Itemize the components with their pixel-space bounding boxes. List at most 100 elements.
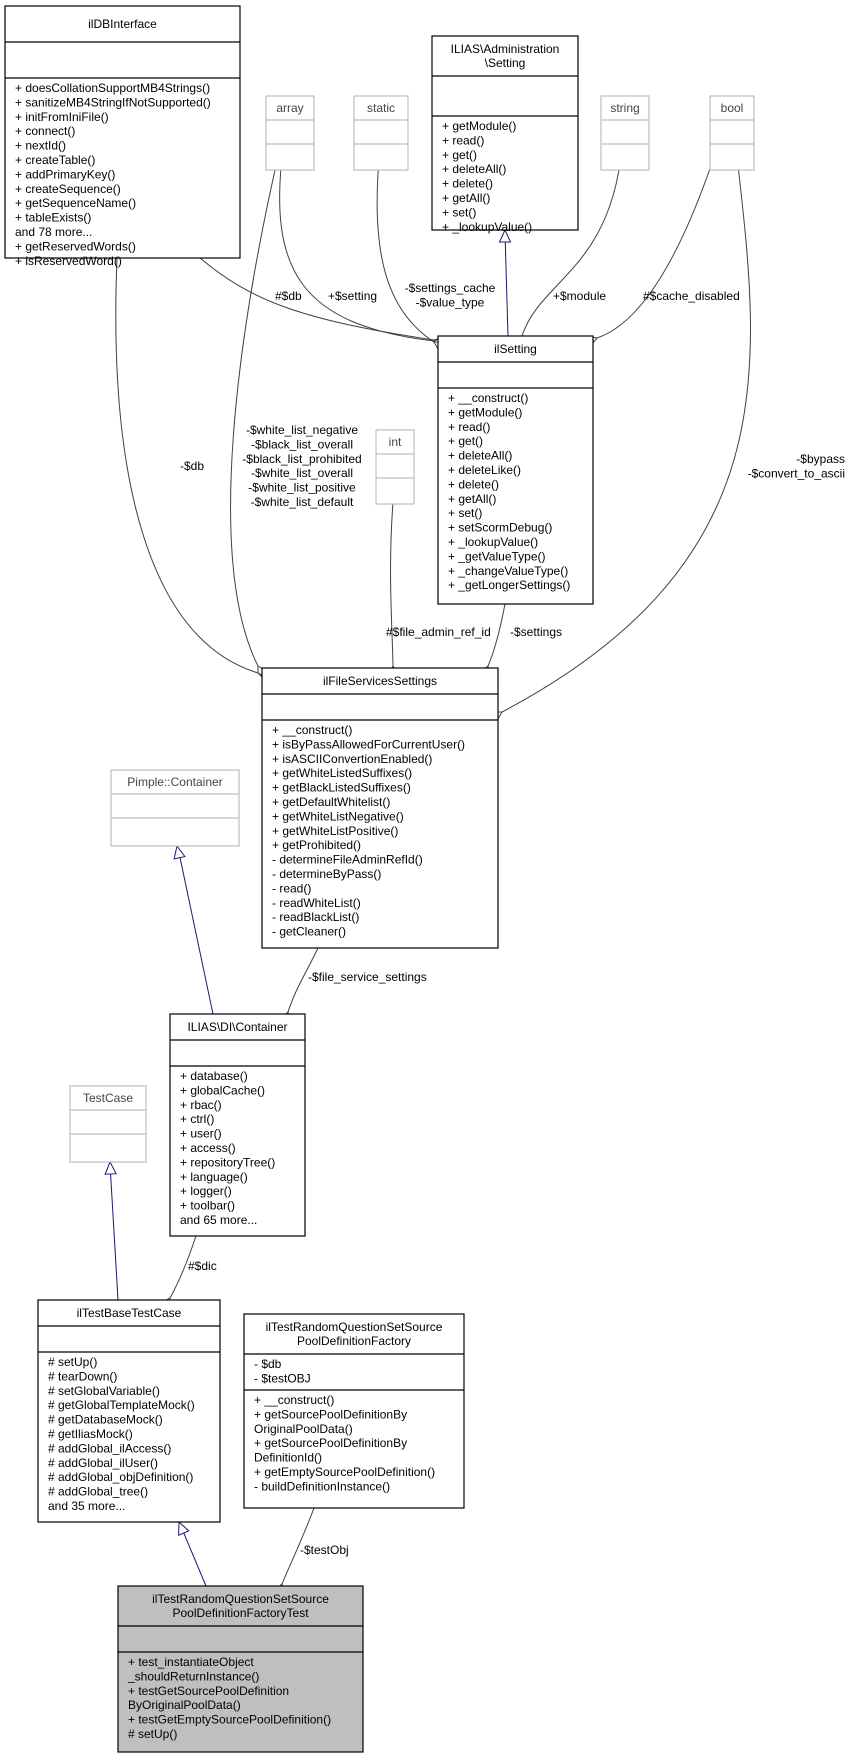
class-method: + isByPassAllowedForCurrentUser() bbox=[272, 737, 465, 751]
class-method: + sanitizeMB4StringIfNotSupported() bbox=[15, 95, 211, 109]
edge-line bbox=[109, 1163, 119, 1301]
class-method: + test_instantiateObject bbox=[128, 1655, 254, 1669]
edge-label: +$module bbox=[553, 289, 606, 303]
class-attribute: - $db bbox=[254, 1357, 282, 1371]
class-frame bbox=[375, 429, 415, 505]
class-method: + __construct() bbox=[272, 723, 352, 737]
class-frame bbox=[169, 1013, 306, 1237]
class-method: + logger() bbox=[180, 1184, 232, 1198]
class-attribute: - $testOBJ bbox=[254, 1371, 311, 1385]
class-method: # setUp() bbox=[128, 1727, 177, 1741]
edge-label: -$black_list_prohibited bbox=[242, 452, 361, 466]
class-name: \Setting bbox=[485, 56, 526, 70]
class-method: + get() bbox=[442, 148, 477, 162]
class-method: + isASCIIConvertionEnabled() bbox=[272, 752, 432, 766]
class-method: OriginalPoolData() bbox=[254, 1422, 353, 1436]
class-frame bbox=[431, 35, 579, 231]
edge-label: -$file_service_settings bbox=[308, 970, 427, 984]
edge-line bbox=[169, 1235, 197, 1299]
class-method: ByOriginalPoolData() bbox=[128, 1698, 241, 1712]
edge-label: #$file_admin_ref_id bbox=[386, 625, 491, 639]
inheritance-arrow-icon bbox=[104, 1160, 117, 1175]
edge-label: -$value_type bbox=[416, 295, 485, 309]
class-box-static: static bbox=[353, 95, 409, 171]
class-box-AdminSetting: ILIAS\Administration\Setting+ getModule(… bbox=[431, 35, 579, 234]
class-method: # getGlobalTemplateMock() bbox=[48, 1398, 195, 1412]
class-method: + getBlackListedSuffixes() bbox=[272, 781, 411, 795]
class-frame bbox=[437, 335, 594, 605]
class-method: + deleteAll() bbox=[442, 162, 506, 176]
class-name: Pimple::Container bbox=[127, 775, 222, 789]
class-method: and 35 more... bbox=[48, 1499, 125, 1513]
class-frame bbox=[117, 1585, 364, 1753]
edge-aggregation bbox=[584, 147, 718, 344]
class-name: PoolDefinitionFactoryTest bbox=[172, 1606, 309, 1620]
class-method: + __construct() bbox=[448, 391, 528, 405]
class-method: + _changeValueType() bbox=[448, 564, 568, 578]
edge-line bbox=[487, 603, 506, 667]
class-method: + getAll() bbox=[442, 191, 490, 205]
class-name: ilTestRandomQuestionSetSource bbox=[152, 1592, 329, 1606]
class-method: + tableExists() bbox=[15, 211, 91, 225]
edge-label: -$convert_to_ascii bbox=[748, 466, 845, 480]
class-method: + createTable() bbox=[15, 153, 95, 167]
class-frame bbox=[243, 1313, 465, 1509]
edge-line bbox=[596, 147, 718, 339]
class-method: + getDefaultWhitelist() bbox=[272, 795, 390, 809]
class-box-ilTestBaseTestCase: ilTestBaseTestCase# setUp()# tearDown()#… bbox=[37, 1299, 221, 1523]
class-frame bbox=[4, 5, 241, 259]
class-method: + getSourcePoolDefinitionBy bbox=[254, 1407, 407, 1421]
class-method: # addGlobal_tree() bbox=[48, 1485, 148, 1499]
class-method: + initFromIniFile() bbox=[15, 110, 109, 124]
class-method: + testGetEmptySourcePoolDefinition() bbox=[128, 1713, 331, 1727]
edge-aggregation bbox=[163, 1235, 197, 1310]
classes-layer: ilDBInterface+ doesCollationSupportMB4St… bbox=[4, 5, 755, 1753]
edge-line bbox=[179, 1523, 207, 1587]
edge-line bbox=[279, 147, 435, 342]
edge-line bbox=[230, 147, 281, 667]
class-method: + delete() bbox=[448, 477, 499, 491]
class-method: + deleteLike() bbox=[448, 463, 521, 477]
class-box-array: array bbox=[265, 95, 315, 171]
class-name: ilTestBaseTestCase bbox=[77, 1306, 182, 1320]
class-method: + database() bbox=[180, 1069, 248, 1083]
class-method: + getSequenceName() bbox=[15, 196, 136, 210]
class-method: + getWhiteListNegative() bbox=[272, 809, 404, 823]
class-method: + user() bbox=[180, 1127, 222, 1141]
edge-label: -$white_list_overall bbox=[251, 466, 353, 480]
class-method: + _getLongerSettings() bbox=[448, 578, 570, 592]
edge-inheritance bbox=[104, 1160, 119, 1301]
class-method: + access() bbox=[180, 1141, 236, 1155]
class-method: - determineByPass() bbox=[272, 867, 381, 881]
class-box-ilSetting: ilSetting+ __construct()+ getModule()+ r… bbox=[437, 335, 594, 605]
edge-label: -$settings bbox=[510, 625, 562, 639]
edge-label: #$cache_disabled bbox=[643, 289, 740, 303]
class-method: - read() bbox=[272, 881, 311, 895]
class-frame bbox=[110, 769, 240, 847]
class-method: + _lookupValue() bbox=[442, 220, 532, 234]
class-method: - buildDefinitionInstance() bbox=[254, 1479, 390, 1493]
class-method: + addPrimaryKey() bbox=[15, 167, 115, 181]
edge-label: #$dic bbox=[188, 1259, 217, 1273]
edge-label: -$settings_cache bbox=[405, 281, 496, 295]
class-box-string: string bbox=[600, 95, 650, 171]
edge-line bbox=[281, 1507, 315, 1585]
class-box-int: int bbox=[375, 429, 415, 505]
edge-label: -$db bbox=[180, 459, 204, 473]
class-method: # getDatabaseMock() bbox=[48, 1413, 163, 1427]
class-method: - determineFileAdminRefId() bbox=[272, 853, 423, 867]
class-method: _shouldReturnInstance() bbox=[127, 1669, 259, 1683]
class-name: static bbox=[367, 101, 395, 115]
class-frame bbox=[600, 95, 650, 171]
inheritance-arrow-icon bbox=[178, 1520, 190, 1536]
edge-aggregation bbox=[482, 603, 506, 679]
edge-line bbox=[501, 147, 751, 713]
edges-layer bbox=[104, 147, 751, 1597]
edge-line bbox=[376, 147, 435, 343]
class-method: # setGlobalVariable() bbox=[48, 1384, 160, 1398]
class-method: DefinitionId() bbox=[254, 1451, 322, 1465]
edge-line bbox=[521, 147, 623, 337]
edge-line bbox=[177, 847, 214, 1015]
class-method: # addGlobal_ilUser() bbox=[48, 1456, 158, 1470]
class-method: # getIliasMock() bbox=[48, 1427, 133, 1441]
